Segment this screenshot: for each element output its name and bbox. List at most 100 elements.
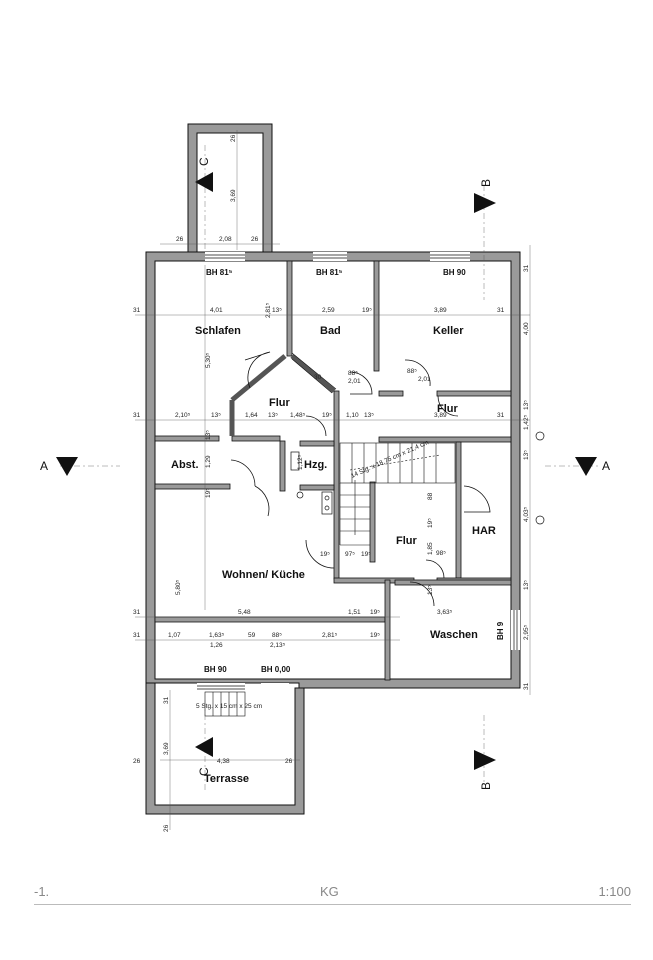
dim: 4,01 [210,307,223,314]
section-c-top: C [197,157,211,166]
dim: 13⁵ [272,307,282,314]
dim: 1,29 [205,455,212,468]
dim: 4,03⁵ [523,506,530,522]
section-b-top: B [479,179,493,187]
dimension-lines [60,130,600,830]
dim: 31 [133,307,141,314]
dim: 88 [427,492,434,500]
tag-stair-terrace: 5 Stg. x 15 cm x 25 cm [196,703,262,710]
tag-bh-keller: BH 90 [443,268,466,277]
dim: 13⁵ [523,580,530,590]
dim: 26 [163,824,170,832]
dim: 2,81⁵ [265,302,272,318]
room-keller: Keller [433,325,464,337]
footer-floor-name: KG [320,884,339,899]
room-flur-3: Flur [396,535,417,547]
dim: 1,51 [348,609,361,616]
dim: 5,30⁵ [205,352,212,368]
dim: 13⁵ [364,412,374,419]
dim: 88⁵ [348,370,358,377]
dim: 3,89 [434,412,447,419]
tag-stair-main: 14 Stg. x 18,75 cm x 21,4 cm [350,439,430,480]
dim: 31 [133,412,141,419]
dim: 13⁵ [268,412,278,419]
dim: 5,80⁵ [175,579,182,595]
dim: 3,63⁵ [437,609,453,616]
dim: 26 [251,236,259,243]
outer-wall-terrace [145,682,305,815]
section-b-bottom: B [479,782,493,790]
dim: 4,38 [217,758,230,765]
room-waschen: Waschen [430,629,478,641]
dim: 2,01 [418,376,431,383]
room-bad: Bad [320,325,341,337]
dim: 1,64 [245,412,258,419]
dim: 19⁵ [205,488,212,498]
walls [145,123,521,815]
outer-wall-shaft [187,123,273,253]
room-schlafen: Schlafen [195,325,241,337]
dim: 26 [230,134,237,142]
openings [197,252,520,692]
main-staircase [339,442,456,546]
dim: 98⁵ [436,550,446,557]
section-c-bottom: C [197,767,211,776]
dim: 5,48 [238,609,251,616]
dim: 3,89 [434,307,447,314]
outer-wall-main [145,251,521,689]
dim: 31 [133,609,141,616]
dim: 13⁵ [205,430,212,440]
footer-level: -1. [34,884,50,899]
tag-bh-waschen: BH 9 [496,621,505,640]
dim: 19⁵ [370,609,380,616]
dim: 19⁵ [427,518,434,528]
section-arrows [56,172,597,770]
dim: 31 [523,682,530,690]
dim: 31 [523,264,530,272]
dim: 2,59 [322,307,335,314]
door-swings [230,351,491,607]
dim: 1,85 [427,542,434,555]
dim: 2,13⁵ [270,642,286,649]
dim: 19⁵ [370,632,380,639]
room-abst: Abst. [171,459,199,471]
interior-walls [154,260,512,681]
room-labels: Schlafen Bad Keller Flur Flur Flur Abst.… [171,325,496,785]
dim: 31 [497,307,505,314]
dim: 19⁵ [322,412,332,419]
tag-bh-wohnen-2: BH 0,00 [261,665,291,674]
section-a-right: A [602,459,610,473]
room-hzg: Hzg. [304,459,327,471]
dim: 26 [285,758,293,765]
dim: 26 [133,758,141,765]
room-terrasse: Terrasse [204,773,249,785]
dim: 19⁵ [361,551,371,558]
tag-bh-schlafen: BH 81⁵ [206,268,233,277]
dim: 2,81⁵ [322,632,338,639]
dim: 31 [133,632,141,639]
diagonal-wall-outlines [291,352,337,394]
dim: 1,07 [168,632,181,639]
dim: 13⁵ [523,450,530,460]
dim: 19⁵ [362,307,372,314]
dim: 26 [176,236,184,243]
dim: 31 [163,696,170,704]
dim: 1,10 [346,412,359,419]
room-har: HAR [472,525,496,537]
dim: 1,42⁵ [523,414,530,430]
section-labels: A A B B C C [40,157,610,790]
floor-plan: Schlafen Bad Keller Flur Flur Flur Abst.… [40,123,610,832]
dim: 1,12⁵ [297,454,304,470]
dim: 88⁵ [407,368,417,375]
dim: 31 [497,412,505,419]
dim: 88⁵ [272,632,282,639]
section-a-left: A [40,459,48,473]
tag-bh-bad: BH 81⁵ [316,268,343,277]
sheet-footer: -1. KG 1:100 [34,880,631,905]
dim: 30 [314,374,322,381]
dim: 59 [248,632,256,639]
dim: 19⁵ [320,551,330,558]
dimension-texts: 2,08 26 26 26 3,69 31 4,01 13⁵ 2,59 19⁵ … [133,134,530,832]
dim: 1,26 [210,642,223,649]
kitchen-fixtures [290,431,545,525]
